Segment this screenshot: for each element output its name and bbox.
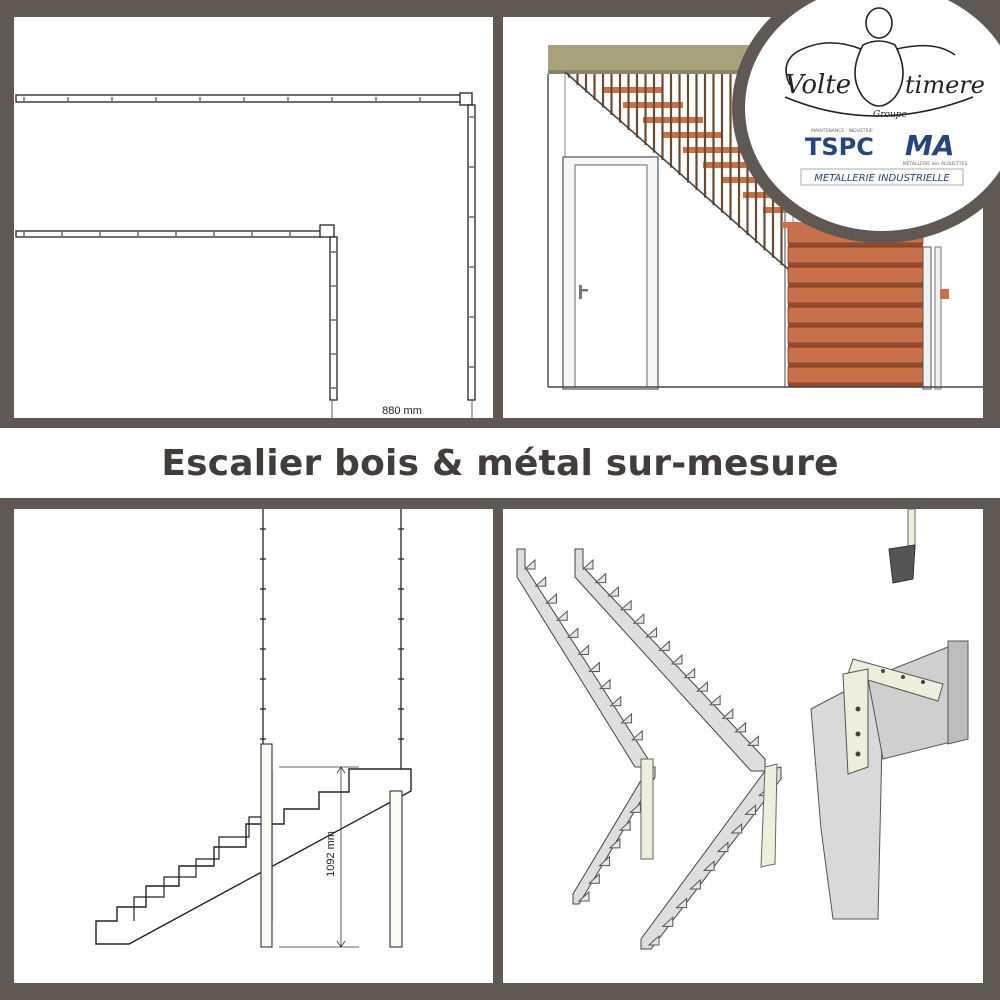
upper-stringer-right [574, 548, 766, 772]
upper-vertical-stringer [467, 104, 476, 401]
stringer-3d-render [503, 509, 983, 983]
lower-vertical-stringer [329, 236, 338, 401]
lower-corner-bracket [319, 224, 335, 238]
logo-script-small: Groupe [873, 110, 907, 120]
stringer-teeth [523, 558, 770, 946]
banner-title: Escalier bois & métal sur-mesure [161, 442, 839, 484]
width-dimension-label: 880 mm [382, 405, 422, 417]
stringer-step-marks [23, 97, 474, 389]
side-elevation-svg: 1092 mm [95, 509, 412, 948]
support-post-right [760, 763, 778, 868]
plan-view-svg: 880 mm [15, 92, 476, 418]
logo-left-tagline: MAINTENANCE · INDUSTRIE [811, 128, 873, 134]
outer-support-post [389, 790, 403, 948]
stair-stringer-profile [95, 768, 412, 945]
logo-svg: Volte timere Groupe MAINTENANCE · INDUST… [784, 7, 985, 186]
logo-brand-left: TSPC [805, 133, 874, 161]
logo-script-right: timere [905, 71, 985, 99]
logo-footer: METALLERIE INDUSTRIELLE [814, 173, 950, 184]
top-bracket-plate [907, 509, 916, 550]
height-dimension-label: 1092 mm [325, 831, 337, 877]
title-banner: Escalier bois & métal sur-mesure [0, 428, 1000, 498]
upper-corner-bracket [459, 92, 473, 106]
logo-brand-right: MA [905, 129, 955, 162]
inner-support-post [260, 743, 273, 948]
logo-right-tagline: MÉTALLERIE des ALOUETTES [903, 159, 968, 167]
logo-script-left: Volte [785, 70, 851, 100]
door [574, 164, 648, 388]
support-post-left [640, 758, 654, 860]
upper-horizontal-stringer [15, 94, 463, 103]
handrail-post-marks [260, 528, 404, 740]
stringer-3d-svg [516, 509, 969, 950]
stair-stringer-line [564, 71, 789, 270]
side-elevation-drawing: 1092 mm [14, 509, 493, 983]
plan-view-drawing: 880 mm [14, 17, 493, 418]
company-logo: Volte timere Groupe MAINTENANCE · INDUST… [745, 0, 1000, 231]
angle-bracket-closeup [847, 658, 944, 702]
